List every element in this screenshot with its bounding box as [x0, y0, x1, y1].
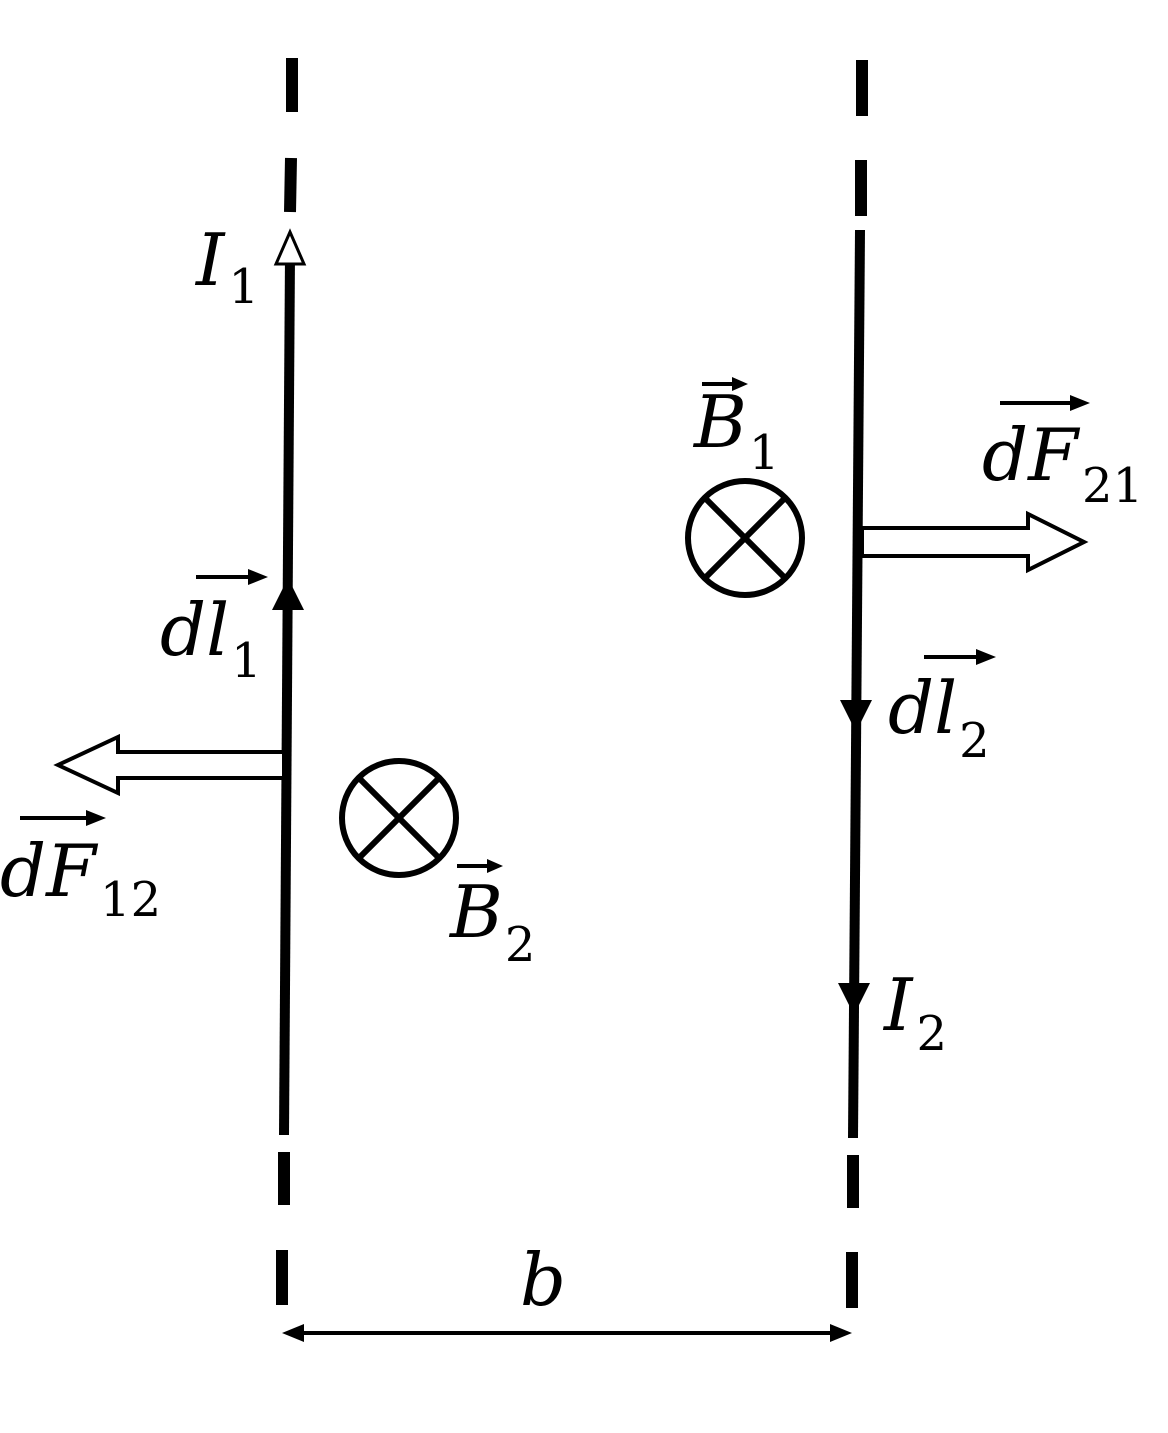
vector-arrow-b2 [457, 859, 503, 873]
vector-arrow-dl2 [924, 649, 996, 665]
current-arrowhead-dl1 [272, 578, 304, 610]
vector-arrow-b1 [702, 377, 748, 391]
right-wire [838, 60, 872, 1308]
label-i2: I2 [882, 963, 947, 1062]
vector-arrow-dl1 [196, 569, 268, 585]
left-wire-solid [279, 254, 295, 1136]
left-wire-dash-top-2 [284, 157, 297, 213]
current-arrowhead-i2 [838, 983, 870, 1015]
label-dl2: dl2 [888, 666, 990, 769]
label-b2: B2 [448, 870, 535, 973]
vector-arrow-dF12 [20, 810, 106, 826]
circle-cross-icon-b1 [685, 478, 805, 598]
vector-arrow-dF21 [1000, 395, 1090, 411]
current-arrowhead-i1 [273, 228, 307, 266]
label-dF12: dF12 [0, 829, 161, 928]
hollow-arrow-icon-dF21 [860, 510, 1089, 574]
left-wire [272, 58, 307, 1305]
label-i1: I1 [194, 218, 259, 315]
current-arrowhead-dl2 [840, 700, 872, 732]
label-dl1: dl1 [160, 588, 262, 689]
label-b1: B1 [692, 380, 779, 481]
hollow-arrow-icon-dF12 [53, 733, 286, 797]
label-dF21: dF21 [982, 413, 1143, 514]
separation-arrow [282, 1324, 852, 1342]
label-separation-b: b [520, 1238, 566, 1322]
circle-cross-icon-b2 [339, 758, 459, 878]
